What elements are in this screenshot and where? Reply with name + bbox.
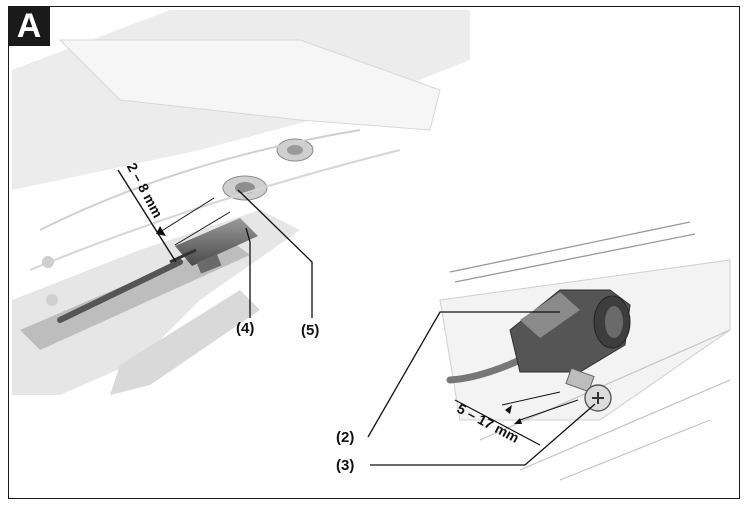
leaders-lower bbox=[367, 311, 596, 466]
magnet-screw bbox=[565, 367, 612, 412]
figure-badge: A bbox=[8, 6, 50, 46]
dimension-upper bbox=[117, 169, 231, 263]
callout-5: (5) bbox=[301, 322, 320, 339]
callout-2: (2) bbox=[336, 429, 355, 446]
speed-sensor bbox=[57, 218, 258, 323]
figure-border bbox=[8, 6, 740, 499]
fork-assembly bbox=[12, 10, 470, 395]
leaders-upper bbox=[237, 189, 313, 318]
dimension-lower bbox=[454, 391, 579, 446]
chainstay-assembly bbox=[439, 221, 731, 481]
callout-3: (3) bbox=[336, 457, 355, 474]
callout-4: (4) bbox=[236, 320, 255, 337]
